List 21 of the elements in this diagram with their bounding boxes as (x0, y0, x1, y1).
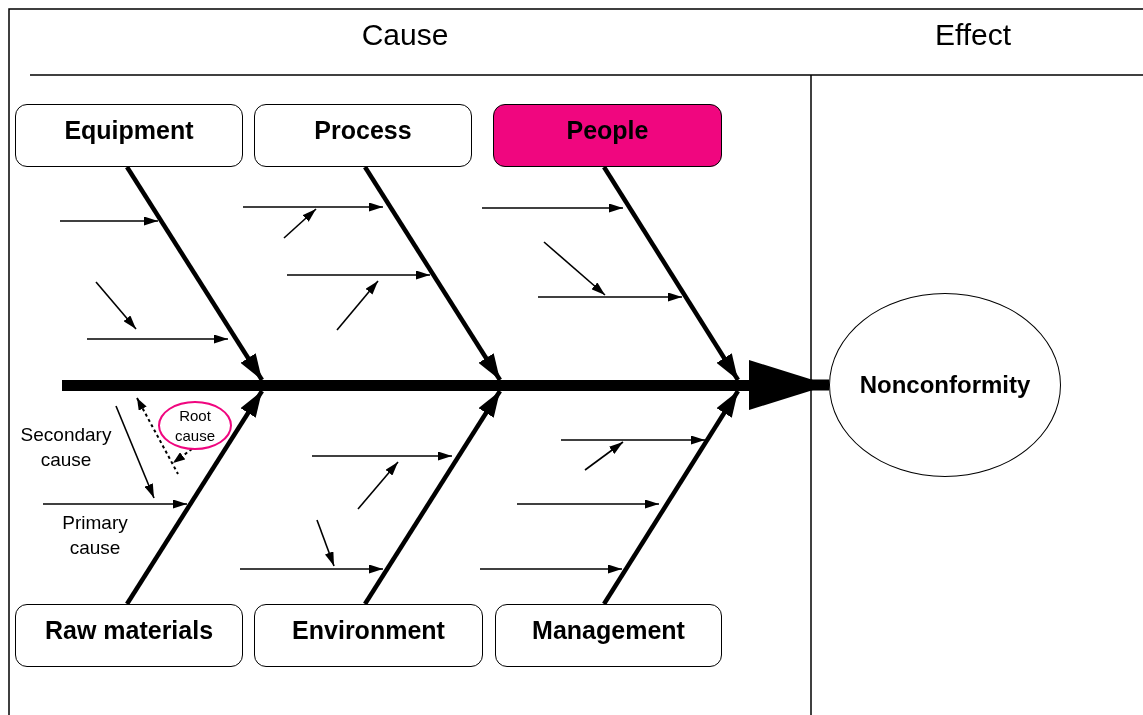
category-box: Management (495, 604, 722, 667)
arrow (602, 389, 740, 606)
category-box: Process (254, 104, 472, 167)
root-cause-ellipse: Root cause (158, 401, 232, 450)
cause-label: Secondary cause (19, 423, 113, 472)
column-heading: Effect (933, 17, 1013, 53)
arrow (363, 389, 502, 606)
category-box: Raw materials (15, 604, 243, 667)
arrow (172, 448, 193, 464)
arrow (125, 165, 264, 382)
arrow (125, 389, 264, 606)
spine-bar (62, 380, 752, 391)
arrow (749, 360, 829, 410)
effect-ellipse: Nonconformity (829, 293, 1061, 477)
category-box: Environment (254, 604, 483, 667)
category-box: People (493, 104, 722, 167)
column-heading: Cause (360, 17, 450, 53)
arrow (602, 165, 740, 382)
category-box: Equipment (15, 104, 243, 167)
arrow (363, 165, 502, 382)
cause-label: Primary cause (61, 511, 129, 560)
